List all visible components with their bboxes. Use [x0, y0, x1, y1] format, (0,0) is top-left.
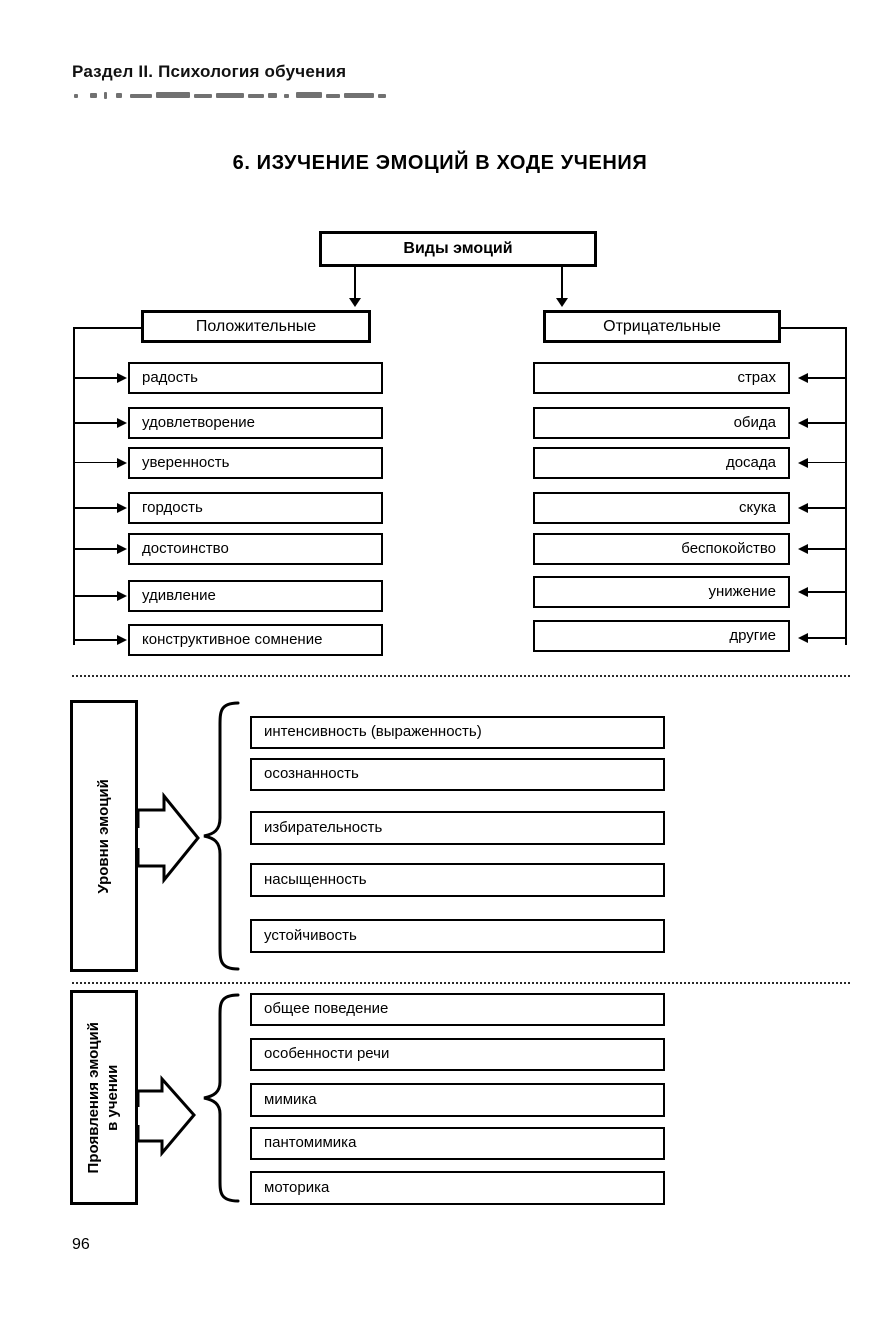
arrowhead-positive-5-icon [117, 591, 127, 601]
root-box-emotion-types: Виды эмоций [319, 231, 597, 267]
connector-root-to-negative [561, 267, 563, 300]
item-box-level-0: интенсивность (выраженность) [250, 716, 665, 749]
connector-positive-2 [75, 462, 118, 463]
label-box-emotion-manifestations: Проявления эмоций в учении [70, 990, 138, 1205]
item-box-negative-3: скука [533, 492, 790, 524]
arrowhead-negative-0-icon [798, 373, 808, 383]
section-divider-1 [72, 675, 850, 677]
section-divider-2 [72, 982, 850, 984]
connector-positive-6 [75, 639, 118, 641]
label-text-emotion-levels: Уровни эмоций [94, 778, 112, 894]
arrowhead-negative-3-icon [798, 503, 808, 513]
item-box-level-4: устойчивость [250, 919, 665, 953]
label-text-manifestations-line1: Проявления эмоций [85, 1021, 103, 1174]
arrowhead-negative-6-icon [798, 633, 808, 643]
item-box-negative-6: другие [533, 620, 790, 652]
item-box-negative-4: беспокойство [533, 533, 790, 565]
chevron-pointer-manifestations-icon [136, 1075, 196, 1158]
arrowhead-positive-6-icon [117, 635, 127, 645]
item-box-manifestation-4: моторика [250, 1171, 665, 1205]
connector-positive-5 [75, 595, 118, 597]
item-box-negative-0: страх [533, 362, 790, 394]
arrowhead-positive-1-icon [117, 418, 127, 428]
connector-negative-2 [808, 462, 847, 463]
page-number: 96 [72, 1236, 90, 1253]
item-box-positive-3: гордость [128, 492, 383, 524]
page-title: 6. ИЗУЧЕНИЕ ЭМОЦИЙ В ХОДЕ УЧЕНИЯ [232, 152, 648, 174]
item-box-positive-5: удивление [128, 580, 383, 612]
arrowhead-root-to-positive-icon [349, 298, 361, 307]
arrowhead-negative-5-icon [798, 587, 808, 597]
bus-negative-top [781, 327, 847, 329]
heading-box-negative: Отрицательные [543, 310, 781, 343]
connector-negative-3 [808, 507, 847, 509]
arrowhead-root-to-negative-icon [556, 298, 568, 307]
bus-negative-vertical [845, 327, 847, 645]
connector-negative-5 [808, 591, 847, 593]
arrowhead-negative-2-icon [798, 458, 808, 468]
item-box-manifestation-3: пантомимика [250, 1127, 665, 1160]
arrowhead-negative-4-icon [798, 544, 808, 554]
connector-root-to-positive [354, 267, 356, 300]
item-box-positive-4: достоинство [128, 533, 383, 565]
arrowhead-positive-0-icon [117, 373, 127, 383]
arrowhead-negative-1-icon [798, 418, 808, 428]
connector-positive-0 [75, 377, 118, 379]
running-head: Раздел II. Психология обучения [72, 62, 347, 81]
item-box-positive-2: уверенность [128, 447, 383, 479]
connector-positive-1 [75, 422, 118, 424]
item-box-negative-1: обида [533, 407, 790, 439]
chevron-pointer-levels-icon [136, 791, 200, 885]
connector-positive-3 [75, 507, 118, 509]
brace-manifestations-icon [203, 993, 240, 1203]
connector-negative-1 [808, 422, 847, 424]
label-text-manifestations-line2: в учении [104, 1064, 121, 1131]
arrowhead-positive-4-icon [117, 544, 127, 554]
item-box-manifestation-2: мимика [250, 1083, 665, 1117]
item-box-positive-1: удовлетворение [128, 407, 383, 439]
connector-negative-0 [808, 377, 847, 379]
item-box-positive-6: конструктивное сомнение [128, 624, 383, 656]
arrowhead-positive-3-icon [117, 503, 127, 513]
item-box-level-2: избирательность [250, 811, 665, 845]
connector-negative-6 [808, 637, 847, 639]
item-box-manifestation-0: общее поведение [250, 993, 665, 1026]
item-box-level-1: осознанность [250, 758, 665, 791]
bus-positive-top [73, 327, 143, 329]
item-box-level-3: насыщенность [250, 863, 665, 897]
connector-positive-4 [75, 548, 118, 550]
heading-box-positive: Положительные [141, 310, 371, 343]
bus-positive-vertical [73, 327, 75, 645]
label-box-emotion-levels: Уровни эмоций [70, 700, 138, 972]
scan-smudge-artifact [72, 90, 392, 102]
brace-levels-icon [203, 701, 240, 971]
arrowhead-positive-2-icon [117, 458, 127, 468]
label-text-emotion-manifestations: Проявления эмоций в учении [85, 1022, 123, 1173]
connector-negative-4 [808, 548, 847, 550]
item-box-negative-5: унижение [533, 576, 790, 608]
item-box-manifestation-1: особенности речи [250, 1038, 665, 1071]
item-box-negative-2: досада [533, 447, 790, 479]
item-box-positive-0: радость [128, 362, 383, 394]
